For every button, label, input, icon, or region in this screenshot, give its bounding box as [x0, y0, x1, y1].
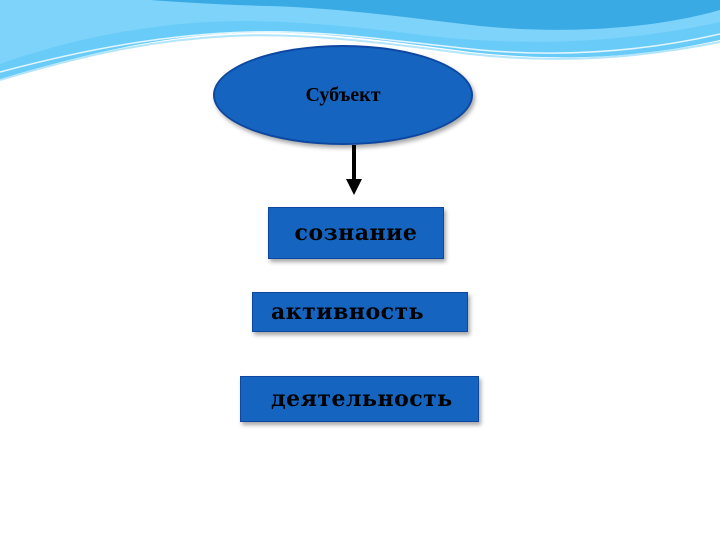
down-arrow	[346, 145, 362, 195]
wave-header-decoration	[0, 0, 720, 81]
box-consciousness: сознание	[268, 207, 444, 259]
box-activity: активность	[252, 292, 468, 332]
subject-label: Субъект	[305, 83, 381, 106]
box-action: деятельность	[240, 376, 479, 422]
subject-ellipse: Субъект	[213, 45, 473, 145]
